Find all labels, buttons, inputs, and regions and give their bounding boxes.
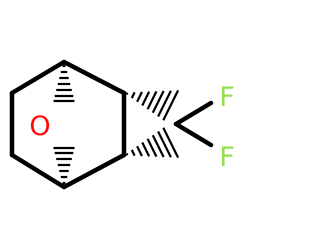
hashed-bond-c3-c7 [125,127,180,159]
molecule-diagram: O F F [9,59,235,190]
hashed-bond-c2-c7 [125,89,180,121]
hashed-bond-c1-o [53,64,75,103]
bond-c7-f-top [173,100,214,127]
bond-c1-c2 [61,59,127,96]
structure-canvas: O F F [9,59,235,190]
atom-label-fluorine-top: F [219,82,235,113]
bond-c7-f-bottom [173,121,214,148]
atom-label-oxygen: O [29,111,50,142]
atom-label-fluorine-bottom: F [219,142,235,173]
bond-c5-c4 [9,152,67,190]
bond-c3-c4 [61,152,127,190]
hashed-bond-c4-o [53,146,75,185]
bond-c1-c6 [9,59,67,96]
bond-lines [9,59,214,190]
